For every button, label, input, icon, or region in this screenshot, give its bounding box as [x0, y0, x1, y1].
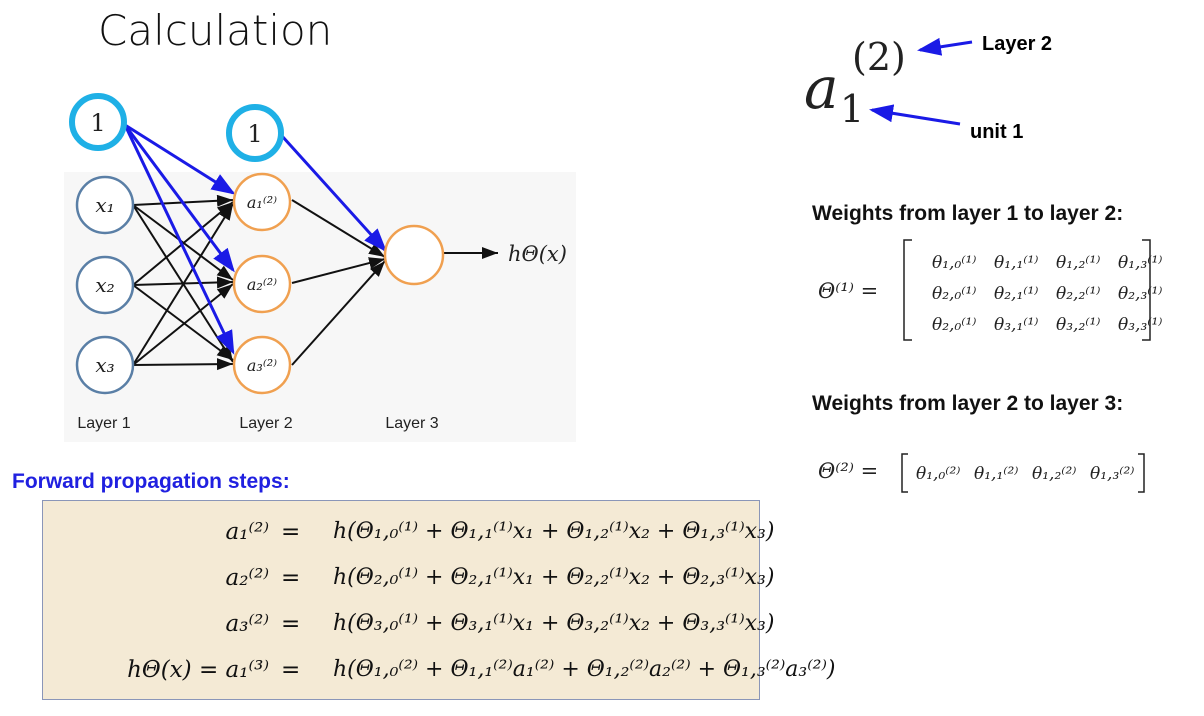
row-vector-cell: θ₁,₃⁽²⁾ — [1090, 464, 1134, 484]
matrix-cell: θ₂,₃⁽¹⁾ — [1118, 284, 1162, 304]
matrix-cell: θ₃,₁⁽¹⁾ — [994, 315, 1038, 335]
equation-lhs: hΘ(x) = a₁⁽³⁾ — [127, 657, 269, 683]
equation-rhs: h(Θ₁,₀⁽²⁾ + Θ₁,₁⁽²⁾a₁⁽²⁾ + Θ₁,₂⁽²⁾a₂⁽²⁾ … — [333, 657, 836, 682]
input-node-x3 — [75, 335, 135, 395]
input-node-x2 — [75, 255, 135, 315]
notation-annotation: a (2) 1 Layer 2 unit 1 — [804, 33, 1052, 143]
equation-rhs: h(Θ₃,₀⁽¹⁾ + Θ₃,₁⁽¹⁾x₁ + Θ₃,₂⁽¹⁾x₂ + Θ₃,₃… — [333, 611, 775, 636]
equation-lhs: a₂⁽²⁾ — [225, 565, 269, 591]
weights2-matrix: Θ⁽²⁾ = θ₁,₀⁽²⁾ θ₁,₁⁽²⁾ θ₁,₂⁽²⁾ θ₁,₃⁽²⁾ — [818, 453, 1145, 493]
matrix-left-bracket — [903, 239, 912, 341]
weights1-heading: Weights from layer 1 to layer 2: — [812, 202, 1124, 225]
row-left-bracket — [901, 453, 908, 493]
equation-row: a₂⁽²⁾ = h(Θ₂,₀⁽¹⁾ + Θ₂,₁⁽¹⁾x₁ + Θ₂,₂⁽¹⁾x… — [43, 557, 775, 603]
equation-equals: = — [281, 565, 301, 591]
equation-equals: = — [281, 611, 301, 637]
layer-label-2: Layer 2 — [239, 415, 292, 432]
equation-lhs: a₃⁽²⁾ — [225, 611, 269, 637]
equation-lhs: a₁⁽²⁾ — [225, 519, 269, 545]
forward-heading: Forward propagation steps: — [12, 470, 290, 493]
equation-equals: = — [281, 519, 301, 545]
row-vector-cell: θ₁,₂⁽²⁾ — [1032, 464, 1076, 484]
equation-rhs: h(Θ₂,₀⁽¹⁾ + Θ₂,₁⁽¹⁾x₁ + Θ₂,₂⁽¹⁾x₂ + Θ₂,₃… — [333, 565, 775, 590]
row-vector-cell: θ₁,₁⁽²⁾ — [974, 464, 1018, 484]
diagram-background — [64, 172, 576, 442]
weights1-matrix: Θ⁽¹⁾ = θ₁,₀⁽¹⁾ θ₁,₁⁽¹⁾ θ₁,₂⁽¹⁾ θ₁,₃⁽¹⁾ θ₂,₀⁽… — [818, 239, 1162, 341]
equation-row: a₃⁽²⁾ = h(Θ₃,₀⁽¹⁾ + Θ₃,₁⁽¹⁾x₁ + Θ₃,₂⁽¹⁾x… — [43, 603, 775, 649]
layer-annotation-arrow — [917, 37, 973, 56]
row-right-bracket — [1138, 453, 1145, 493]
bias-label-layer2: 1 — [247, 120, 262, 148]
hidden-label-a3: a₃⁽²⁾ — [247, 356, 277, 375]
layer-annotation: Layer 2 — [982, 33, 1052, 55]
output-node — [383, 224, 445, 286]
matrix-cell: θ₂,₀⁽¹⁾ — [932, 315, 976, 335]
matrix-cell: θ₃,₃⁽¹⁾ — [1118, 315, 1162, 335]
network-diagram: 1 1 x₁ x₂ x₃ a₁⁽²⁾ a₂⁽²⁾ a₃⁽²⁾ hΘ(x) Lay… — [64, 93, 576, 442]
matrix-right-bracket — [1142, 239, 1151, 341]
notation-symbol: a — [804, 54, 839, 122]
hidden-label-a1: a₁⁽²⁾ — [247, 193, 277, 212]
layer-label-1: Layer 1 — [77, 415, 130, 432]
notation-subscript: 1 — [840, 87, 864, 131]
matrix-cell: θ₂,₁⁽¹⁾ — [994, 284, 1038, 304]
matrix-cell: θ₁,₁⁽¹⁾ — [994, 253, 1038, 273]
unit-annotation-arrow — [869, 104, 961, 126]
hidden-node-a3 — [232, 335, 292, 395]
matrix-cell: θ₁,₀⁽¹⁾ — [932, 253, 976, 273]
layer-label-3: Layer 3 — [385, 415, 438, 432]
matrix-cell: θ₂,₀⁽¹⁾ — [932, 284, 976, 304]
bias-edges — [123, 123, 388, 355]
input-node-x1 — [75, 175, 135, 235]
bias-node-layer1 — [69, 93, 127, 151]
matrix-cell: θ₃,₂⁽¹⁾ — [1056, 315, 1100, 335]
equation-row: a₁⁽²⁾ = h(Θ₁,₀⁽¹⁾ + Θ₁,₁⁽¹⁾x₁ + Θ₁,₂⁽¹⁾x… — [43, 511, 775, 557]
input-label-x2: x₂ — [95, 273, 114, 297]
matrix-cell: θ₁,₂⁽¹⁾ — [1056, 253, 1100, 273]
hidden-node-a2 — [232, 254, 292, 314]
matrix-cell: θ₁,₃⁽¹⁾ — [1118, 253, 1162, 273]
hidden-label-a2: a₂⁽²⁾ — [247, 275, 277, 294]
weights2-heading: Weights from layer 2 to layer 3: — [812, 392, 1124, 415]
row-vector-cell: θ₁,₀⁽²⁾ — [916, 464, 960, 484]
weights1-lhs: Θ⁽¹⁾ = — [818, 279, 878, 303]
equation-equals: = — [281, 657, 301, 683]
bias-label-layer1: 1 — [90, 109, 105, 137]
equation-rhs: h(Θ₁,₀⁽¹⁾ + Θ₁,₁⁽¹⁾x₁ + Θ₁,₂⁽¹⁾x₂ + Θ₁,₃… — [333, 519, 775, 544]
page-title: Calculation — [98, 6, 333, 55]
equation-row: hΘ(x) = a₁⁽³⁾ = h(Θ₁,₀⁽²⁾ + Θ₁,₁⁽²⁾a₁⁽²⁾… — [43, 649, 835, 695]
matrix-cell: θ₂,₂⁽¹⁾ — [1056, 284, 1100, 304]
hidden-node-a1 — [232, 172, 292, 232]
unit-annotation: unit 1 — [970, 121, 1023, 143]
bias-node-layer2 — [226, 104, 284, 162]
input-label-x3: x₃ — [95, 353, 114, 377]
forward-equations-box: a₁⁽²⁾ = h(Θ₁,₀⁽¹⁾ + Θ₁,₁⁽¹⁾x₁ + Θ₁,₂⁽¹⁾x… — [42, 500, 835, 700]
input-label-x1: x₁ — [95, 193, 114, 217]
notation-superscript: (2) — [852, 35, 906, 79]
output-label: hΘ(x) — [508, 242, 567, 266]
weights2-lhs: Θ⁽²⁾ = — [818, 459, 878, 483]
